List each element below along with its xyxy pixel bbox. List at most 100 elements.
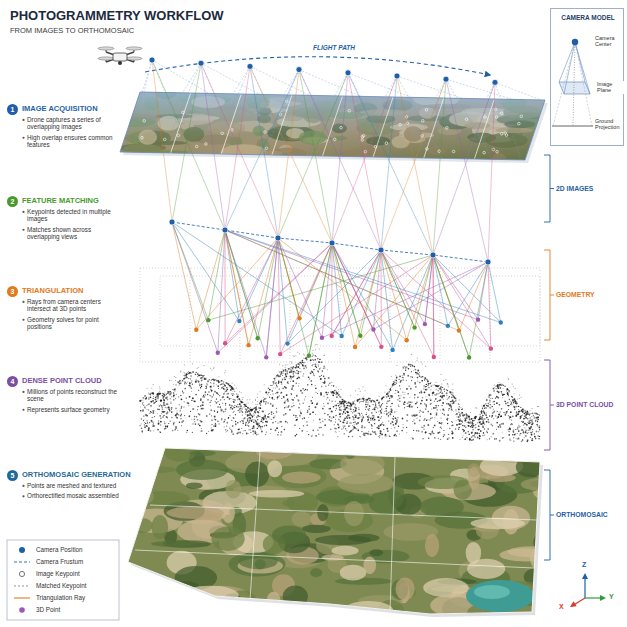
art-circle	[515, 415, 517, 417]
art-circle	[286, 406, 287, 407]
art-circle	[527, 418, 528, 419]
art-circle	[364, 150, 367, 153]
art-circle	[344, 419, 346, 421]
art-circle	[305, 362, 307, 364]
art-circle	[391, 387, 392, 388]
art-circle	[189, 382, 191, 384]
art-circle	[309, 414, 311, 416]
art-circle	[303, 398, 305, 400]
art-circle	[218, 423, 219, 424]
art-circle	[213, 379, 215, 381]
art-circle	[266, 424, 268, 426]
art-circle	[511, 396, 512, 397]
art-line	[488, 82, 495, 262]
art-circle	[171, 396, 172, 397]
art-circle	[431, 431, 433, 433]
art-circle	[300, 412, 302, 414]
art-circle	[175, 407, 177, 409]
art-circle	[477, 429, 479, 431]
art-circle	[175, 384, 176, 385]
art-circle	[339, 413, 341, 415]
art-circle	[525, 423, 527, 425]
art-circle	[481, 413, 482, 414]
art-circle	[381, 399, 382, 400]
art-circle	[372, 409, 373, 410]
art-circle	[227, 396, 229, 398]
art-circle	[487, 428, 489, 430]
art-circle	[385, 142, 388, 145]
art-line	[348, 73, 381, 250]
art-circle	[355, 428, 356, 429]
art-circle	[290, 368, 291, 369]
art-circle	[348, 425, 350, 427]
art-circle	[168, 408, 169, 409]
art-circle	[229, 385, 231, 387]
art-g	[107, 85, 550, 165]
art-circle	[506, 389, 508, 391]
art-circle	[200, 405, 202, 407]
art-circle	[185, 381, 187, 383]
art-circle	[233, 411, 234, 412]
art-circle	[278, 380, 280, 382]
art-circle	[284, 386, 286, 388]
art-circle	[513, 429, 514, 430]
art-circle	[384, 411, 385, 412]
art-circle	[482, 423, 483, 424]
art-circle	[163, 138, 166, 141]
art-circle	[388, 412, 389, 413]
art-circle	[239, 399, 240, 400]
art-circle	[231, 431, 233, 433]
art-circle	[516, 411, 517, 412]
art-circle	[255, 420, 256, 421]
art-circle	[251, 409, 253, 411]
art-circle	[184, 378, 186, 380]
art-circle	[338, 403, 340, 405]
art-circle	[393, 435, 395, 437]
art-circle	[315, 366, 316, 367]
art-circle	[229, 408, 230, 409]
art-circle	[334, 428, 336, 430]
art-line	[152, 60, 225, 230]
art-circle	[141, 418, 142, 419]
art-circle	[302, 388, 304, 390]
art-circle	[328, 392, 329, 393]
art-line	[446, 79, 513, 99]
art-circle	[324, 367, 325, 368]
art-circle	[270, 428, 271, 429]
art-circle	[156, 401, 157, 402]
art-circle	[218, 394, 219, 395]
art-circle	[475, 416, 476, 417]
art-circle	[335, 419, 336, 420]
art-circle	[300, 390, 302, 392]
art-circle	[308, 434, 309, 435]
art-circle	[310, 413, 311, 414]
art-circle	[224, 427, 225, 428]
camera-dot	[394, 73, 400, 79]
art-circle	[228, 417, 229, 418]
art-circle	[232, 395, 233, 396]
art-circle	[355, 407, 356, 408]
art-circle	[440, 395, 442, 397]
art-circle	[263, 418, 265, 420]
art-circle	[409, 405, 411, 407]
art-circle	[197, 376, 198, 377]
art-circle	[338, 405, 339, 406]
art-circle	[500, 426, 501, 427]
art-circle	[390, 428, 392, 430]
art-circle	[276, 427, 278, 429]
art-circle	[433, 392, 435, 394]
art-circle	[472, 429, 474, 431]
art-circle	[324, 378, 326, 380]
art-circle	[433, 392, 435, 394]
art-circle	[285, 400, 286, 401]
art-circle	[224, 419, 226, 421]
art-circle	[182, 380, 183, 381]
art-circle	[272, 390, 273, 391]
art-circle	[424, 418, 426, 420]
art-circle	[231, 386, 233, 388]
art-circle	[198, 381, 200, 383]
art-circle	[283, 373, 284, 374]
art-circle	[454, 396, 456, 398]
art-circle	[322, 370, 324, 372]
art-circle	[346, 421, 347, 422]
